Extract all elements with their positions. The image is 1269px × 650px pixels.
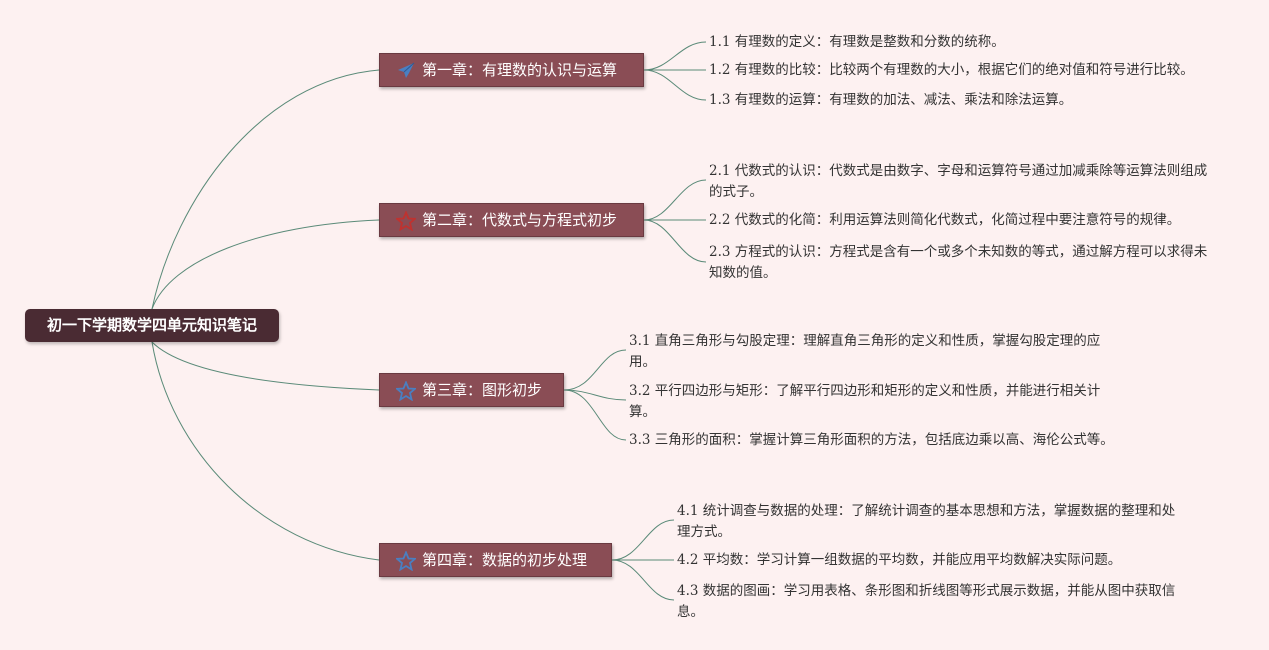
chapter-1-title: 第一章：有理数的认识与运算 (422, 61, 618, 79)
leaf-4-3[interactable]: 4.3 数据的图画：学习用表格、条形图和折线图等形式展示数据，并能从图中获取信息… (677, 583, 1176, 620)
connector-root-ch1 (151, 69, 380, 310)
root-topic[interactable]: 初一下学期数学四单元知识笔记 (25, 309, 279, 342)
leaf-1-3[interactable]: 1.3 有理数的运算：有理数的加法、减法、乘法和除法运算。 (709, 92, 1073, 108)
chapter-4-node[interactable]: 第四章：数据的初步处理 (379, 543, 612, 577)
paper-plane-icon (398, 62, 415, 78)
chapter-2-node[interactable]: 第二章：代数式与方程式初步 (379, 203, 644, 237)
connector-root-ch4 (151, 341, 380, 561)
leaf-2-1[interactable]: 2.1 代数式的认识：代数式是由数字、字母和运算符号通过加减乘除等运算法则组成的… (709, 163, 1208, 200)
connector-ch2-1 (643, 179, 707, 221)
chapter-4-title: 第四章：数据的初步处理 (422, 551, 588, 569)
chapter-1-node[interactable]: 第一章：有理数的认识与运算 (379, 53, 644, 87)
blue-star-icon (396, 381, 416, 401)
leaf-4-2[interactable]: 4.2 平均数：学习计算一组数据的平均数，并能应用平均数解决实际问题。 (677, 552, 1122, 568)
leaf-2-3[interactable]: 2.3 方程式的认识：方程式是含有一个或多个未知数的等式，通过解方程可以求得未知… (709, 244, 1208, 281)
connector-ch4-3 (611, 559, 675, 601)
connector-root-ch3 (151, 341, 380, 391)
connector-ch1-3 (643, 69, 707, 101)
chapter-3-title: 第三章：图形初步 (422, 381, 543, 399)
red-star-icon (396, 211, 416, 231)
connector-ch1-1 (643, 41, 707, 71)
leaf-2-2[interactable]: 2.2 代数式的化简：利用运算法则简化代数式，化简过程中要注意符号的规律。 (709, 212, 1181, 228)
connector-ch3-2 (563, 389, 627, 401)
leaf-1-2[interactable]: 1.2 有理数的比较：比较两个有理数的大小，根据它们的绝对值和符号进行比较。 (709, 62, 1194, 78)
connector-ch4-1 (611, 519, 675, 561)
blue-star-icon (396, 551, 416, 571)
leaf-3-3[interactable]: 3.3 三角形的面积：掌握计算三角形面积的方法，包括底边乘以高、海伦公式等。 (629, 432, 1114, 448)
connector-root-ch2 (151, 219, 380, 310)
connector-ch3-3 (563, 389, 627, 441)
leaf-4-1[interactable]: 4.1 统计调查与数据的处理：了解统计调查的基本思想和方法，掌握数据的整理和处理… (677, 503, 1176, 540)
connector-ch3-1 (563, 349, 627, 391)
leaf-1-1[interactable]: 1.1 有理数的定义：有理数是整数和分数的统称。 (709, 34, 1005, 50)
leaf-3-2[interactable]: 3.2 平行四边形与矩形：了解平行四边形和矩形的定义和性质，并能进行相关计算。 (629, 383, 1101, 420)
connector-ch2-3 (643, 219, 707, 263)
chapter-2-title: 第二章：代数式与方程式初步 (422, 211, 618, 229)
leaf-3-1[interactable]: 3.1 直角三角形与勾股定理：理解直角三角形的定义和性质，掌握勾股定理的应用。 (629, 333, 1101, 370)
chapter-3-node[interactable]: 第三章：图形初步 (379, 373, 564, 407)
